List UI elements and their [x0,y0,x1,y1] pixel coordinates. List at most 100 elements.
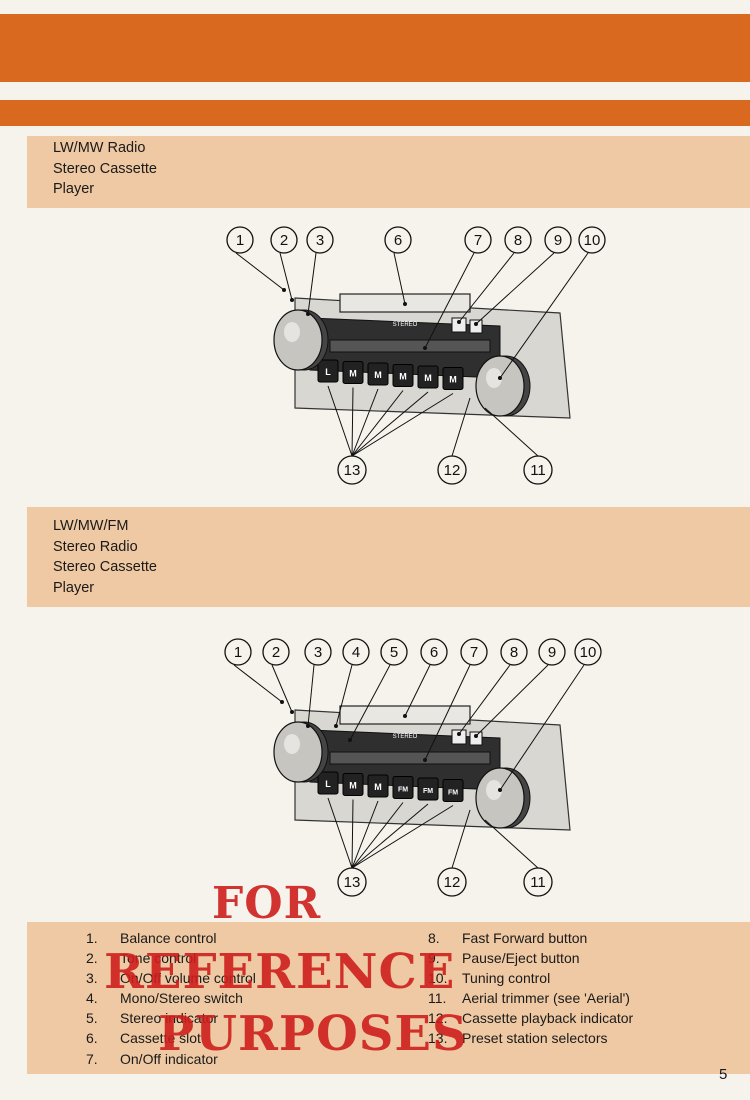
tuning-dial-strip [329,751,491,765]
leader-arrowhead [498,376,502,380]
leader-arrowhead [474,322,478,326]
leader-arrowhead [423,346,427,350]
callout-3: 3 [306,226,334,254]
leader-line [351,393,454,457]
preset-button-body [417,777,439,801]
callout-number: 10 [580,644,597,661]
legend-item: 1.Balance control [86,930,217,946]
callout-13: 13 [337,455,367,485]
preset-button-body [317,359,339,383]
callout-circle [420,638,448,666]
left-control-knob [273,721,329,783]
stereo-label: STEREO [393,322,418,328]
callout-7: 7 [464,226,492,254]
callout-number: 11 [530,462,546,479]
preset-button-label: L [325,367,331,377]
callout-5: 5 [380,638,408,666]
knob-highlight [486,780,502,800]
preset-button: FM [417,777,439,801]
header-stripe [0,100,750,126]
leader-line [393,252,406,305]
callout-number: 2 [272,644,280,661]
knob-face [273,309,323,371]
callout-2: 2 [270,226,298,254]
preset-button-label: L [325,779,331,789]
callout-circle [500,638,528,666]
callout-circle [544,226,572,254]
leader-line [499,664,585,791]
preset-button: M [367,774,389,798]
leader-line [351,805,454,869]
callout-number: 12 [444,874,461,891]
watermark-line-3: PURPOSES [158,1006,468,1062]
preset-button-label: M [449,375,457,385]
preset-button-label: FM [423,788,433,795]
leader-arrowhead [290,710,294,714]
callout-number: 8 [510,644,518,661]
callout-3: 3 [304,638,332,666]
preset-button-body [367,774,389,798]
callout-10: 10 [574,638,602,666]
leader-line [351,388,379,457]
knob-highlight [486,368,502,388]
preset-button: M [342,361,364,384]
preset-button-body [392,776,414,799]
callout-8: 8 [500,638,528,666]
legend-item: 9.Pause/Eject button [428,950,580,967]
legend-item: 13.Preset station selectors [428,1030,608,1047]
legend-item: 10.Tuning control [428,970,551,987]
preset-button: FM [392,776,414,799]
leader-line [307,664,315,727]
preset-button-label: M [424,373,432,383]
legend-item: 4.Mono/Stereo switch [86,990,243,1007]
callout-circle [270,226,298,254]
leader-arrowhead [280,700,284,704]
leader-line [475,252,555,325]
leader-line [307,252,317,315]
legend-item: 3.On/Off volume control [86,970,256,987]
leader-arrowhead [348,738,352,742]
callout-circle [226,226,254,254]
stereo-label: STEREO [393,734,418,740]
fast-forward-button [451,317,467,333]
preset-button-label: M [349,369,357,379]
legend-item: 11.Aerial trimmer (see 'Aerial') [428,990,630,1007]
watermark-line-2: REFERENCE [104,944,456,1000]
pause-eject-button [469,731,483,746]
preset-button: L [317,771,339,795]
callout-1: 1 [226,226,254,254]
preset-button-body [342,773,364,796]
page-number: 5 [719,1066,728,1083]
legend-right-column: 8.Fast Forward button 9.Pause/Eject butt… [428,928,633,1049]
tuning-dial-strip [329,339,491,353]
knob-face [475,355,525,417]
callout-circle [384,226,412,254]
leader-line [351,799,354,869]
callout-12: 12 [437,867,467,897]
leader-line [351,387,354,457]
callout-11: 11 [523,867,553,897]
callout-13: 13 [337,867,367,897]
leader-arrowhead [403,302,407,306]
leader-line [351,390,404,457]
legend-panel [27,922,750,1074]
callout-circle [224,638,252,666]
tuning-knob [475,767,531,829]
callout-6: 6 [420,638,448,666]
preset-button-label: FM [448,790,458,797]
leader-line [404,664,431,717]
preset-button-body [392,364,414,387]
fast-forward-button [451,729,467,745]
preset-button-body [342,361,364,384]
leader-arrowhead [498,788,502,792]
knob-face [475,767,525,829]
legend-item: 2.Tone control [86,950,197,967]
legend-item: 12.Cassette playback indicator [428,1010,634,1027]
leader-line [484,407,539,457]
leader-line [424,664,471,761]
leader-line [233,664,283,703]
callout-9: 9 [538,638,566,666]
callout-circle [380,638,408,666]
legend-item: 6.Cassette slot [86,1030,201,1047]
leader-line [327,797,353,869]
